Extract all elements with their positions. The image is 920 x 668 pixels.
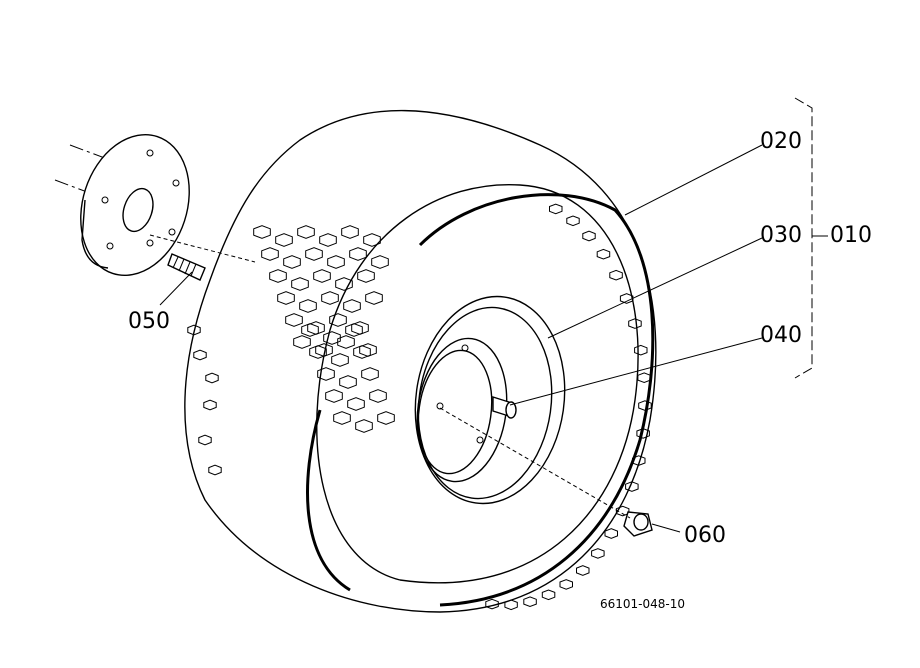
- tread-lug: [205, 372, 219, 384]
- tread-lug: [566, 215, 580, 227]
- tread-lug: [313, 269, 331, 283]
- tread-lug: [591, 548, 605, 559]
- tread-lug: [549, 203, 563, 215]
- tread-lug: [317, 367, 335, 381]
- tread-lug: [341, 225, 359, 239]
- tread-lug: [333, 411, 351, 425]
- tread-lug: [283, 255, 301, 269]
- callout-050: 050: [128, 309, 170, 334]
- tread-lug: [365, 291, 383, 305]
- callout-060: 060: [684, 523, 726, 548]
- tread-lug: [198, 434, 212, 446]
- tread-lug: [636, 428, 650, 439]
- tread-lug: [291, 277, 309, 291]
- hub-flange: [80, 133, 190, 277]
- tread-lug: [582, 230, 596, 242]
- tread-lug: [203, 399, 217, 411]
- tread-lug: [559, 579, 573, 590]
- leader-lines: [159, 97, 828, 533]
- tread-lug: [331, 353, 349, 367]
- tread-lug: [355, 419, 373, 433]
- rim: [414, 295, 566, 505]
- tread-lug: [377, 411, 395, 425]
- tread-lug: [361, 367, 379, 381]
- tread-lug: [604, 528, 618, 539]
- tread-lug: [277, 291, 295, 305]
- tread-lug: [638, 400, 652, 411]
- tread-lug: [329, 313, 347, 327]
- document-number: 66101-048-10: [600, 597, 685, 611]
- tread-lug: [369, 389, 387, 403]
- tread-lug: [634, 344, 648, 356]
- tread-lug: [357, 269, 375, 283]
- callout-010: 010: [830, 223, 872, 248]
- callout-020: 020: [760, 129, 802, 154]
- tread-lug: [299, 299, 317, 313]
- tread-lug: [319, 233, 337, 247]
- tread-lugs: [187, 203, 652, 611]
- tread-lug: [637, 372, 651, 384]
- tread-lug: [208, 464, 222, 476]
- tread-lug: [275, 233, 293, 247]
- tread-lug: [576, 565, 590, 576]
- tread-lug: [353, 345, 371, 359]
- tread-lug: [321, 291, 339, 305]
- tread-lug: [609, 269, 623, 281]
- tread-lug: [269, 269, 287, 283]
- tread-lug: [327, 255, 345, 269]
- tread-lug: [323, 331, 341, 345]
- tread-lug: [619, 293, 634, 304]
- tread-lug: [305, 247, 323, 261]
- tread-lug: [343, 299, 361, 313]
- callout-030: 030: [760, 223, 802, 248]
- tread-lug: [193, 349, 207, 361]
- valve-stem: [492, 396, 517, 419]
- tread-lug: [596, 248, 611, 260]
- tread-lug: [253, 225, 271, 239]
- tread-lug: [363, 233, 381, 247]
- tread-lug: [309, 345, 327, 359]
- stud-bolt: [149, 234, 256, 281]
- tread-lug: [337, 335, 355, 349]
- tread-lug: [301, 323, 319, 337]
- tread-lug: [628, 318, 642, 329]
- tread-lug: [523, 596, 537, 608]
- tread-lug: [625, 481, 639, 492]
- tread-lug: [297, 225, 315, 239]
- tread-lug: [541, 589, 556, 601]
- tread-lug: [504, 599, 518, 611]
- tread-lug: [371, 255, 389, 269]
- tread-lug: [339, 375, 357, 389]
- tread-lug: [285, 313, 303, 327]
- tire: [184, 109, 657, 613]
- tread-lug: [349, 247, 367, 261]
- tread-lug: [345, 323, 363, 337]
- tread-lug: [485, 598, 499, 610]
- tread-lug: [187, 324, 201, 336]
- tread-lug: [325, 389, 343, 403]
- tread-lug: [632, 455, 646, 466]
- callout-040: 040: [760, 323, 802, 348]
- tread-lug: [615, 505, 630, 517]
- tread-lug: [335, 277, 353, 291]
- tread-lug: [347, 397, 365, 411]
- tread-lug: [293, 335, 311, 349]
- lug-nut: [439, 407, 653, 537]
- tread-lug: [261, 247, 279, 261]
